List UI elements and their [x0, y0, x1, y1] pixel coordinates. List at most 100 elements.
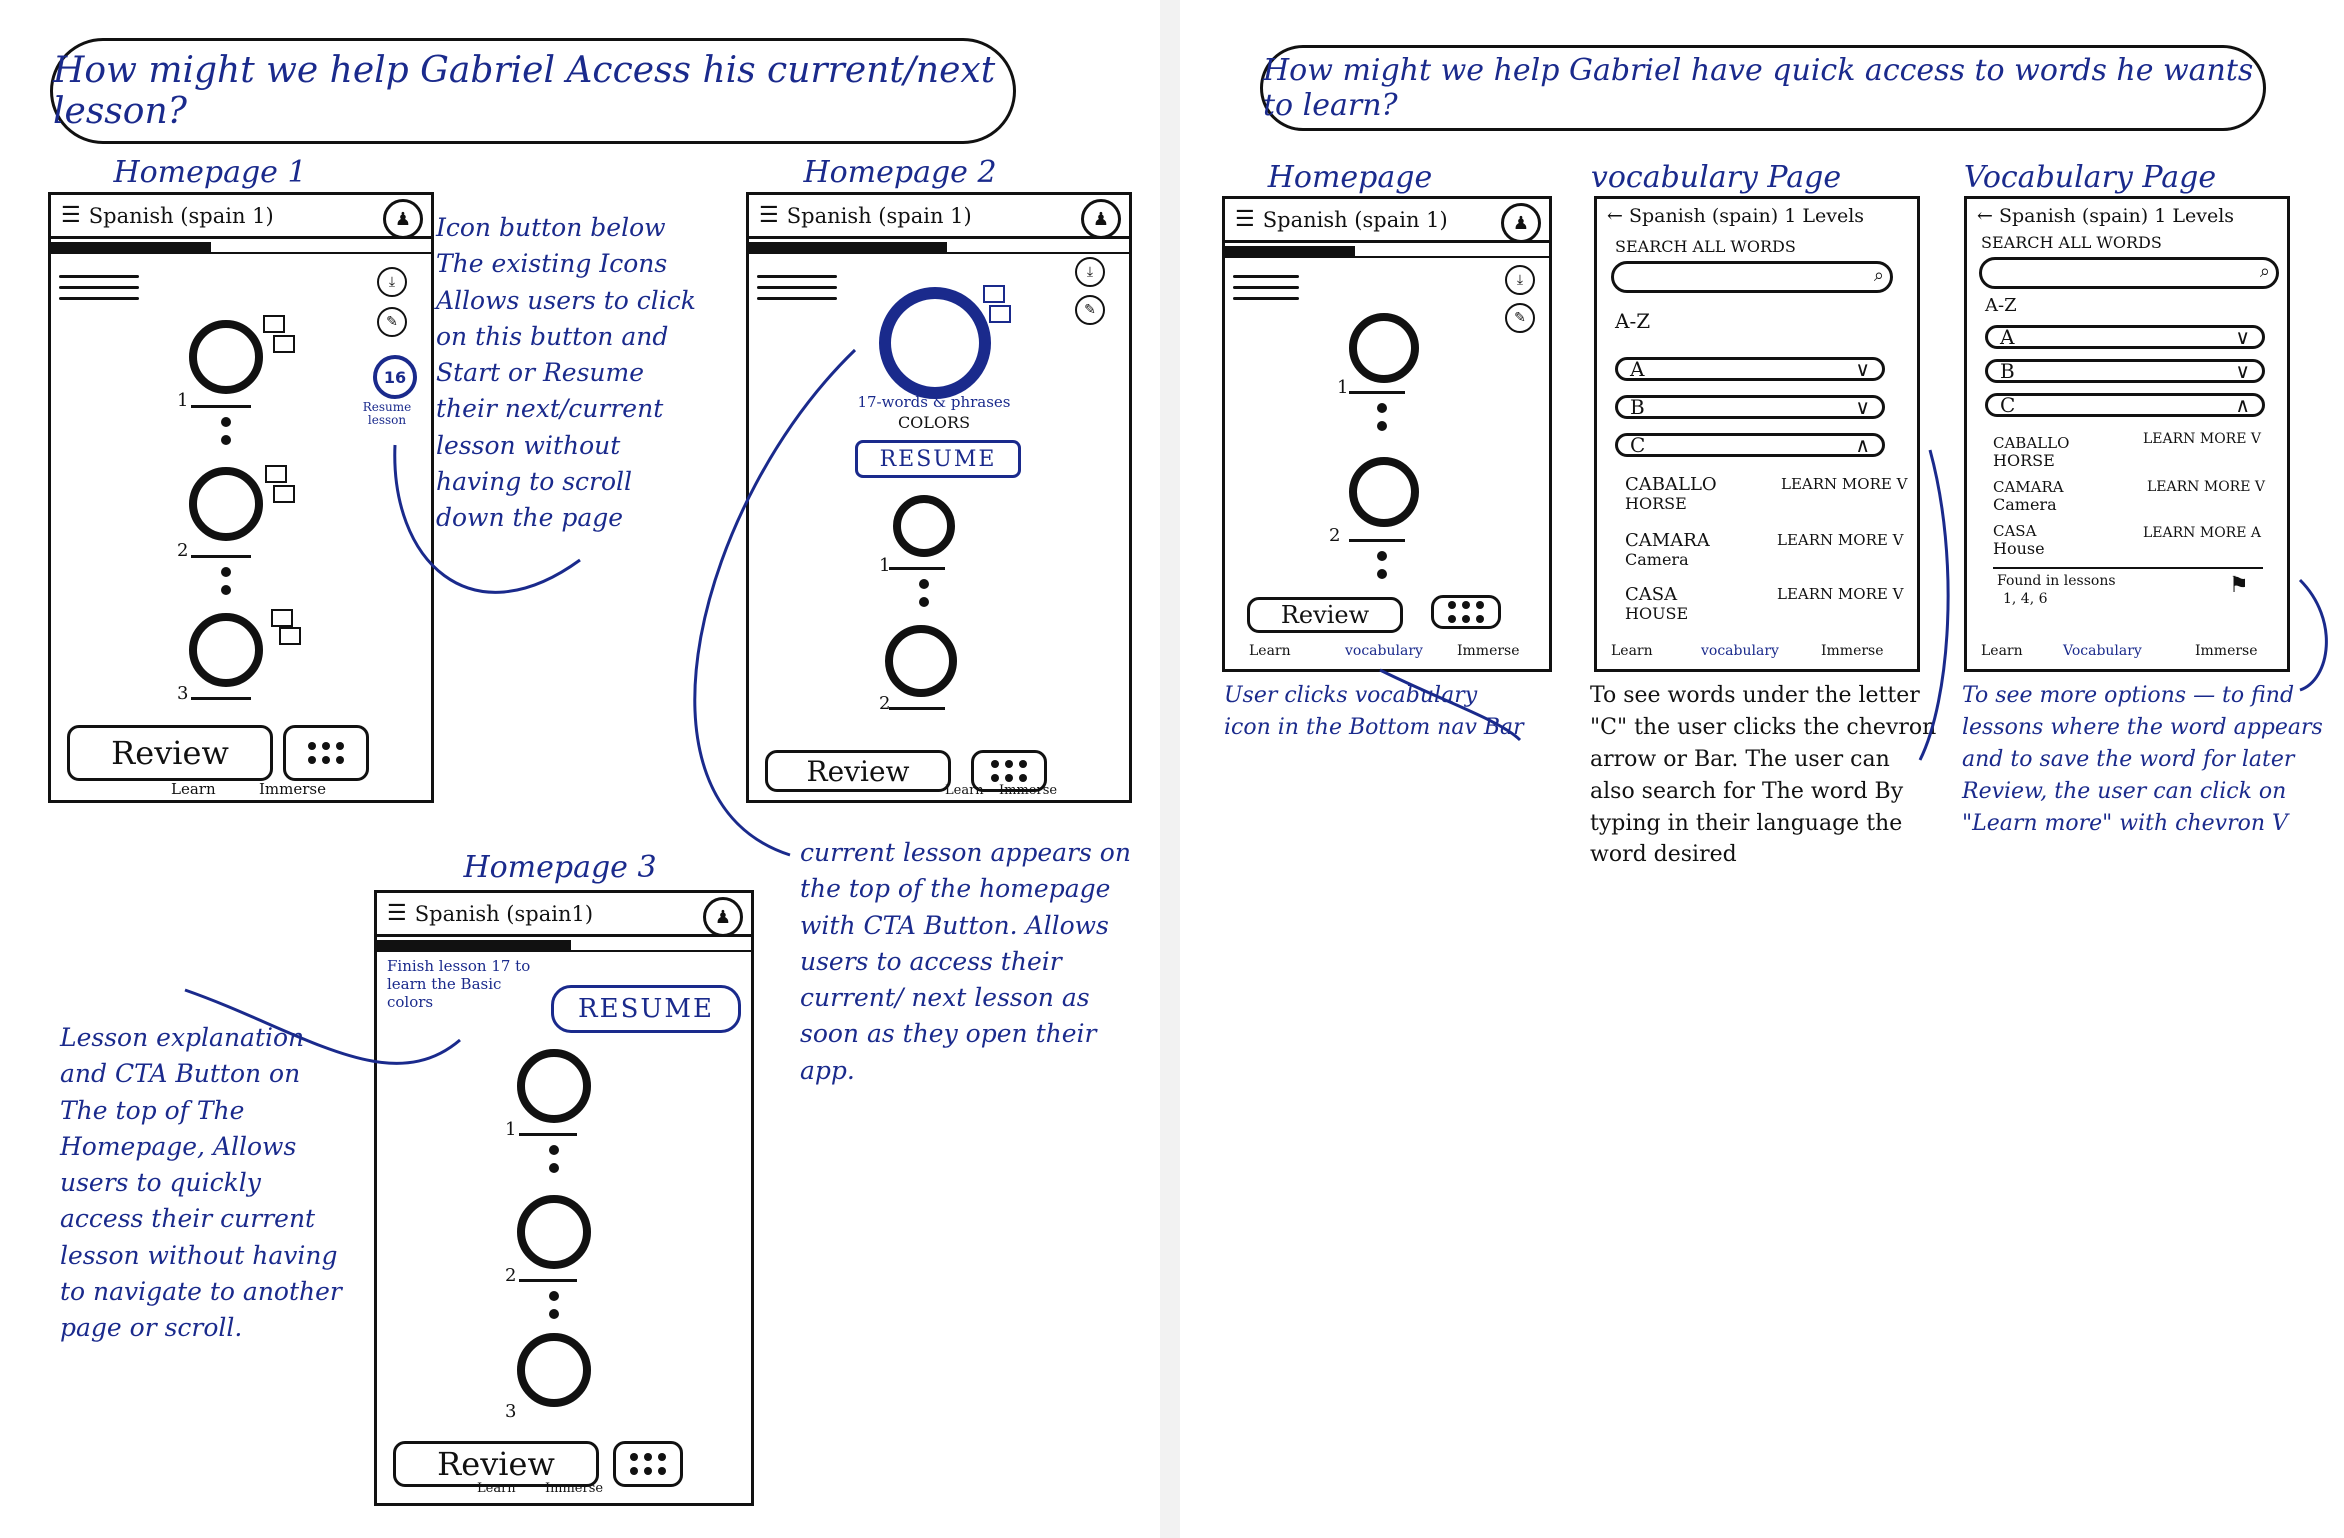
- progress-fill: [749, 242, 947, 252]
- nav-immerse[interactable]: Immerse: [2195, 643, 2258, 659]
- learn-more-link[interactable]: LEARN MORE V: [2143, 431, 2262, 447]
- search-input[interactable]: ⌕: [1611, 261, 1893, 293]
- lesson-number: 1: [177, 390, 189, 411]
- lesson-node[interactable]: [1349, 313, 1419, 383]
- profile-avatar-icon[interactable]: ♟: [1081, 199, 1121, 239]
- hamburger-menu-icon[interactable]: ☰: [759, 203, 779, 228]
- profile-avatar-icon[interactable]: ♟: [383, 199, 423, 239]
- review-button[interactable]: Review: [765, 750, 951, 792]
- lesson-node[interactable]: [517, 1195, 591, 1269]
- vocab1-header: ← Spanish (spain) 1 Levels: [1607, 205, 1865, 227]
- path-dots: [221, 567, 231, 603]
- dice-button[interactable]: [283, 725, 369, 781]
- hamburger-menu-icon[interactable]: ☰: [387, 901, 407, 926]
- letter-accordion[interactable]: B∨: [1615, 395, 1885, 419]
- resume-count: 16: [383, 367, 407, 387]
- nav-vocabulary[interactable]: vocabulary: [1345, 643, 1423, 659]
- text-placeholder-lines: [59, 275, 139, 308]
- lesson-number: 3: [505, 1401, 517, 1422]
- download-icon[interactable]: ⤓: [1075, 257, 1105, 287]
- resume-button-label: RESUME: [879, 446, 997, 472]
- nav-vocabulary[interactable]: Vocabulary: [2063, 643, 2142, 659]
- lesson-badge-icon: [989, 305, 1011, 323]
- dice-button[interactable]: [613, 1441, 683, 1487]
- nav-immerse[interactable]: Immerse: [999, 783, 1058, 798]
- edit-icon[interactable]: ✎: [377, 307, 407, 337]
- found-in-lessons-values: 1, 4, 6: [2003, 591, 2048, 607]
- lesson-node[interactable]: [517, 1049, 591, 1123]
- current-lesson-ring[interactable]: [879, 287, 991, 399]
- lesson-node[interactable]: [1349, 457, 1419, 527]
- nav-vocabulary[interactable]: vocabulary: [1701, 643, 1779, 659]
- profile-avatar-icon[interactable]: ♟: [1501, 203, 1541, 243]
- letter-accordion[interactable]: A∨: [1615, 357, 1885, 381]
- download-icon[interactable]: ⤓: [1505, 265, 1535, 295]
- letter-accordion[interactable]: C∧: [1985, 393, 2265, 417]
- lesson-number: 1: [1337, 377, 1349, 398]
- nav-immerse[interactable]: Immerse: [259, 780, 326, 798]
- review-button[interactable]: Review: [67, 725, 273, 781]
- letter-accordion[interactable]: A∨: [1985, 325, 2265, 349]
- chevron-up-icon: ∧: [2235, 393, 2250, 417]
- dice-button[interactable]: [971, 750, 1047, 792]
- nav-immerse[interactable]: Immerse: [1821, 643, 1884, 659]
- lesson-number: 1: [879, 555, 891, 576]
- letter-accordion[interactable]: C∧: [1615, 433, 1885, 457]
- profile-avatar-icon[interactable]: ♟: [703, 897, 743, 937]
- resume-button-label: RESUME: [578, 994, 714, 1024]
- dice-button[interactable]: [1431, 595, 1501, 629]
- path-dots: [919, 579, 929, 615]
- download-icon[interactable]: ⤓: [377, 267, 407, 297]
- left-sheet: How might we help Gabriel Access his cur…: [0, 0, 1160, 1538]
- path-dots: [549, 1145, 559, 1181]
- progress-fill: [51, 242, 211, 252]
- lesson-node[interactable]: [189, 613, 263, 687]
- edit-icon[interactable]: ✎: [1075, 295, 1105, 325]
- resume-button[interactable]: RESUME: [551, 985, 741, 1033]
- learn-more-link[interactable]: LEARN MORE V: [1777, 585, 1904, 603]
- vocab1-phone: ← Spanish (spain) 1 Levels SEARCH ALL WO…: [1594, 196, 1920, 672]
- learn-more-link[interactable]: LEARN MORE A: [2143, 525, 2262, 541]
- learn-more-link[interactable]: LEARN MORE V: [2147, 479, 2266, 495]
- lesson-node[interactable]: [189, 320, 263, 394]
- hamburger-menu-icon[interactable]: ☰: [1235, 207, 1255, 232]
- nav-learn[interactable]: Learn: [1611, 643, 1653, 659]
- chevron-down-icon: ∨: [2235, 359, 2250, 383]
- homepage2-title: Homepage 2: [803, 155, 997, 190]
- wavy-line: [519, 1279, 577, 1282]
- learn-more-link[interactable]: LEARN MORE V: [1781, 475, 1908, 493]
- lesson-explanation: Finish lesson 17 to learn the Basic colo…: [387, 957, 531, 1011]
- lesson-node[interactable]: [517, 1333, 591, 1407]
- search-label: SEARCH ALL WORDS: [1981, 233, 2162, 252]
- question-cloud-left: How might we help Gabriel Access his cur…: [50, 38, 1016, 144]
- hamburger-menu-icon[interactable]: ☰: [61, 203, 81, 228]
- nav-learn[interactable]: Learn: [1981, 643, 2023, 659]
- lesson-node[interactable]: [885, 625, 957, 697]
- edit-icon[interactable]: ✎: [1505, 303, 1535, 333]
- word-en: HORSE: [1993, 450, 2055, 470]
- homepage2-header-title: Spanish (spain 1): [786, 203, 972, 228]
- nav-immerse[interactable]: Immerse: [1457, 643, 1520, 659]
- search-input[interactable]: ⌕: [1979, 257, 2279, 289]
- lesson-node[interactable]: [189, 467, 263, 541]
- nav-learn[interactable]: Learn: [477, 1481, 516, 1496]
- review-button[interactable]: Review: [1247, 597, 1403, 633]
- learn-more-link[interactable]: LEARN MORE V: [1777, 531, 1904, 549]
- nav-learn[interactable]: Learn: [1249, 643, 1291, 659]
- nav-learn[interactable]: Learn: [171, 780, 216, 798]
- text-placeholder-lines: [757, 275, 837, 308]
- search-icon: ⌕: [1873, 265, 1884, 286]
- letter-accordion[interactable]: B∨: [1985, 359, 2265, 383]
- save-bookmark-icon[interactable]: ⚑: [2229, 573, 2249, 598]
- resume-lesson-button[interactable]: 16: [373, 355, 417, 399]
- nav-learn[interactable]: Learn: [945, 783, 984, 798]
- wavy-line: [191, 555, 251, 558]
- review-label: Review: [1280, 601, 1370, 629]
- lesson-badge-icon: [273, 335, 295, 353]
- resume-button[interactable]: RESUME: [855, 440, 1021, 478]
- nav-immerse[interactable]: Immerse: [545, 1481, 604, 1496]
- review-button[interactable]: Review: [393, 1441, 599, 1487]
- lesson-node[interactable]: [893, 495, 955, 557]
